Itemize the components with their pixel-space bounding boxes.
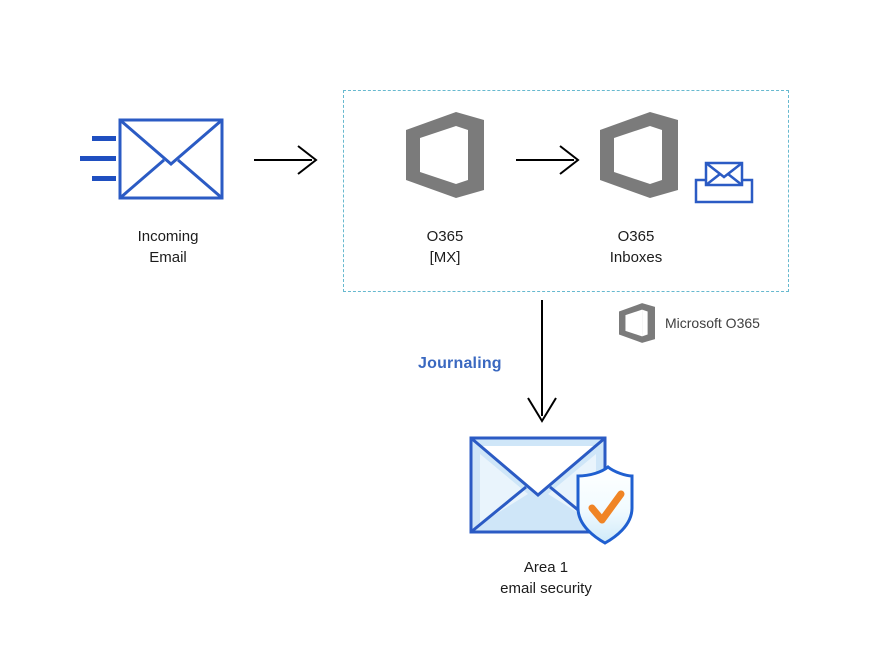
o365-inboxes-caption: O365 Inboxes — [609, 228, 663, 266]
legend-microsoft-o365: Microsoft O365 — [619, 303, 760, 343]
microsoft-o365-icon — [619, 303, 655, 343]
envelope-with-motion-lines-icon — [80, 118, 224, 200]
arrow-mx-to-inboxes — [516, 143, 582, 177]
envelope-shield-check-icon — [469, 436, 634, 545]
microsoft-o365-icon — [600, 112, 678, 198]
inbox-tray-envelope-icon — [694, 161, 754, 204]
area1-email-security-node[interactable] — [466, 432, 636, 550]
arrow-right-icon — [516, 145, 580, 175]
arrow-down-icon — [527, 300, 557, 423]
area1-caption: Area 1 email security — [500, 559, 592, 597]
microsoft-o365-icon — [406, 112, 484, 198]
legend-label: Microsoft O365 — [665, 315, 760, 331]
o365-inboxes-node[interactable] — [600, 112, 678, 198]
inbox-tray-node[interactable] — [694, 160, 754, 204]
incoming-email-node[interactable] — [78, 118, 238, 210]
journaling-label: Journaling — [418, 355, 502, 372]
o365-mx-caption: O365 [MX] — [426, 228, 464, 266]
arrow-right-icon — [254, 145, 318, 175]
arrow-inboxes-to-area1 — [522, 300, 562, 424]
incoming-email-caption: Incoming Email — [137, 228, 199, 266]
arrow-incoming-to-mx — [254, 143, 320, 177]
o365-mx-node[interactable] — [406, 112, 484, 198]
o365-scope-boundary — [343, 90, 789, 292]
